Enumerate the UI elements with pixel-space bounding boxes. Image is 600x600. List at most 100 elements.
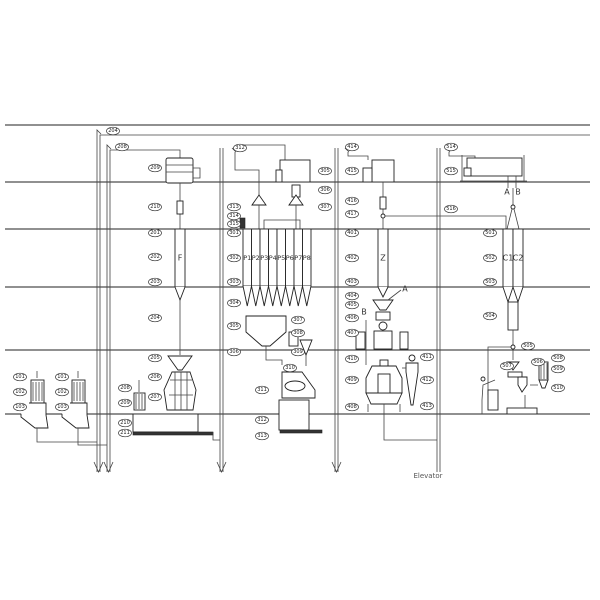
svg-text:311: 311 xyxy=(257,387,267,393)
svg-text:301: 301 xyxy=(229,230,239,236)
equipment-tag: 503 xyxy=(483,277,497,287)
equipment-tag: 417 xyxy=(345,209,359,219)
svg-text:510: 510 xyxy=(553,385,563,391)
equipment-tag: 313 xyxy=(255,431,269,441)
svg-text:401: 401 xyxy=(347,230,357,236)
equipment-tag: 204 xyxy=(148,313,162,323)
equipment-tag: 305 xyxy=(318,166,332,176)
svg-text:314: 314 xyxy=(229,213,239,219)
equipment-tag: 209 xyxy=(148,163,162,173)
svg-text:302: 302 xyxy=(229,255,239,261)
dryer-outlet-b: B xyxy=(515,188,521,197)
svg-text:406: 406 xyxy=(347,315,357,321)
equipment-tag: 516 xyxy=(444,204,458,214)
svg-text:412: 412 xyxy=(422,377,432,383)
equipment-tag: 204 xyxy=(106,126,120,136)
svg-text:102: 102 xyxy=(57,389,67,395)
svg-text:306: 306 xyxy=(229,349,239,355)
equipment-tag: 211 xyxy=(118,428,132,438)
svg-text:208: 208 xyxy=(117,144,127,150)
equipment-tag: 416 xyxy=(345,196,359,206)
equipment-tag: 301 xyxy=(227,228,241,238)
svg-text:307: 307 xyxy=(320,204,330,210)
equipment-tag: 314 xyxy=(227,211,241,221)
silo-cone xyxy=(259,285,269,307)
equipment-tag: 515 xyxy=(444,166,458,176)
svg-text:304: 304 xyxy=(229,300,239,306)
svg-text:209: 209 xyxy=(150,165,160,171)
equipment-tag: 405 xyxy=(345,300,359,310)
svg-text:208: 208 xyxy=(120,385,130,391)
equipment-tag: 406 xyxy=(345,313,359,323)
svg-text:507: 507 xyxy=(502,363,512,369)
equipment-tag: 413 xyxy=(420,401,434,411)
equipment-tag: 505 xyxy=(521,341,535,351)
equipment-tag: 508 xyxy=(551,353,565,363)
equipment-tag: 407 xyxy=(345,328,359,338)
equipment-tag: 312 xyxy=(255,415,269,425)
svg-text:403: 403 xyxy=(347,279,357,285)
svg-text:516: 516 xyxy=(446,206,456,212)
equipment-tag: 502 xyxy=(483,253,497,263)
equipment-tag: 514 xyxy=(444,142,458,152)
svg-text:305: 305 xyxy=(320,168,330,174)
silo-label: P4 xyxy=(269,254,277,262)
pelleting-section: Z A B xyxy=(355,159,507,441)
equipment-tag: 207 xyxy=(148,392,162,402)
intake-section xyxy=(20,371,107,446)
equipment-tag: 302 xyxy=(227,253,241,263)
equipment-tag: 507 xyxy=(500,361,514,371)
equipment-tag: 303 xyxy=(227,277,241,287)
branch-a-label: A xyxy=(402,285,408,294)
dryer-outlet-a: A xyxy=(504,188,510,197)
equipment-tag: 209 xyxy=(118,398,132,408)
equipment-tag: 509 xyxy=(551,364,565,374)
svg-text:306: 306 xyxy=(320,187,330,193)
equipment-tag: 310 xyxy=(283,363,297,373)
equipment-tag: 313 xyxy=(227,202,241,212)
equipment-tag: 304 xyxy=(227,298,241,308)
equipment-tag: 306 xyxy=(227,347,241,357)
equipment-tag: 402 xyxy=(345,253,359,263)
svg-text:405: 405 xyxy=(347,302,357,308)
equipment-tag: 102 xyxy=(55,387,69,397)
equipment-tag: 412 xyxy=(420,375,434,385)
grinding-section: F xyxy=(132,157,220,441)
equipment-tag: 411 xyxy=(420,352,434,362)
svg-text:414: 414 xyxy=(347,144,357,150)
silo-label: P8 xyxy=(303,254,311,262)
svg-text:413: 413 xyxy=(422,403,432,409)
equipment-tag: 202 xyxy=(148,252,162,262)
svg-text:101: 101 xyxy=(15,374,25,380)
equipment-tag: 201 xyxy=(148,228,162,238)
svg-text:409: 409 xyxy=(347,377,357,383)
svg-text:312: 312 xyxy=(257,417,267,423)
svg-text:502: 502 xyxy=(485,255,495,261)
equipment-tag: 208 xyxy=(115,142,129,152)
equipment-tag: 206 xyxy=(148,372,162,382)
equipment-tag: 408 xyxy=(345,402,359,412)
equipment-tags: 1011021031011021032042082092102012022032… xyxy=(13,126,565,441)
svg-text:407: 407 xyxy=(347,330,357,336)
svg-text:312: 312 xyxy=(235,145,245,151)
svg-text:102: 102 xyxy=(15,389,25,395)
silo-label: P5 xyxy=(277,254,285,262)
packing-section: A B C1 C2 xyxy=(460,155,549,415)
svg-text:402: 402 xyxy=(347,255,357,261)
svg-text:503: 503 xyxy=(485,279,495,285)
elevator-caption: Elevator xyxy=(413,472,442,480)
svg-text:410: 410 xyxy=(347,356,357,362)
equipment-tag: 315 xyxy=(227,219,241,229)
svg-text:505: 505 xyxy=(523,343,533,349)
svg-text:207: 207 xyxy=(150,394,160,400)
svg-text:315: 315 xyxy=(229,221,239,227)
svg-text:209: 209 xyxy=(120,400,130,406)
silo-cone xyxy=(285,285,295,307)
svg-text:310: 310 xyxy=(285,365,295,371)
equipment-tag: 208 xyxy=(118,383,132,393)
equipment-tag: 403 xyxy=(345,277,359,287)
silo-cone xyxy=(268,285,278,307)
silo-z-label: Z xyxy=(380,254,386,263)
silo-label: P7 xyxy=(294,254,302,262)
equipment-tag: 307 xyxy=(318,202,332,212)
